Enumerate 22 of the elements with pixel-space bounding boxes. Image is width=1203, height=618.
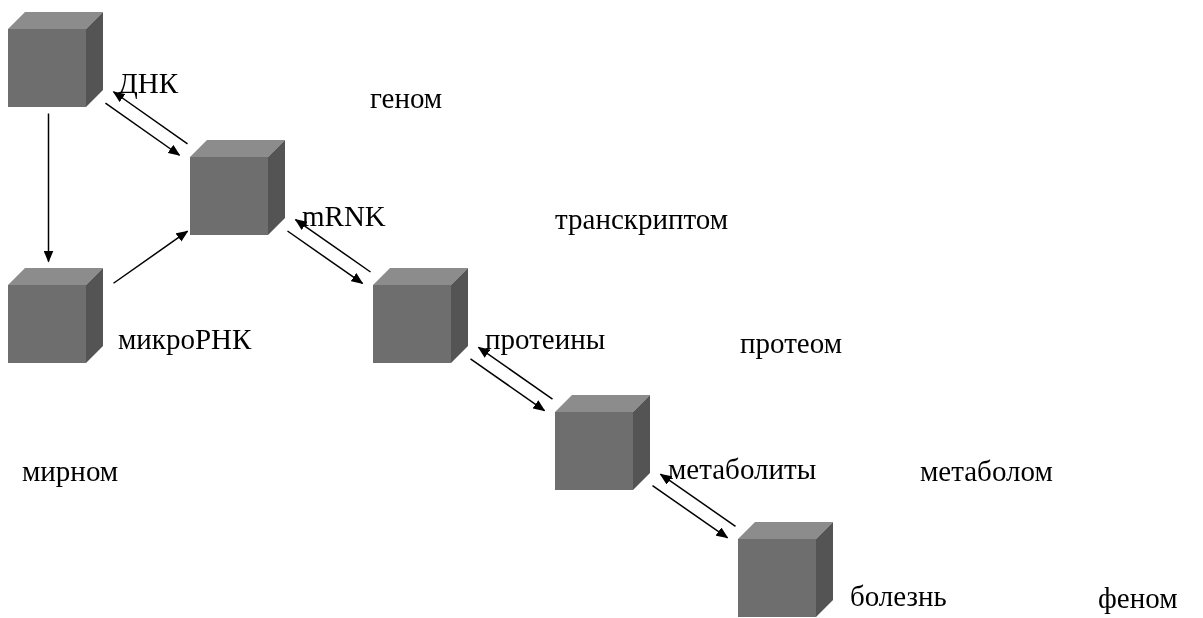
layer-label: геном bbox=[370, 82, 443, 115]
arrow bbox=[651, 485, 729, 539]
node-label: ДНК bbox=[118, 67, 179, 100]
arrow bbox=[659, 473, 737, 527]
node-label: болезнь bbox=[850, 580, 947, 613]
layer-label: мирном bbox=[22, 455, 119, 488]
layer-label: транскриптом bbox=[555, 203, 728, 236]
layer-label: феном bbox=[1098, 582, 1178, 615]
arrow bbox=[477, 346, 554, 400]
arrow bbox=[104, 102, 181, 156]
node-label: микроРНК bbox=[118, 323, 252, 356]
arrow bbox=[43, 112, 54, 263]
node-label: метаболиты bbox=[668, 453, 817, 486]
node-label: mRNK bbox=[302, 200, 386, 233]
arrow bbox=[286, 230, 364, 285]
node-label: протеины bbox=[485, 323, 606, 356]
layer-label: метаболом bbox=[920, 455, 1053, 488]
arrow bbox=[112, 91, 189, 145]
arrow bbox=[112, 230, 189, 284]
layer-label: протеом bbox=[740, 327, 842, 360]
arrow bbox=[294, 218, 372, 273]
arrow bbox=[469, 358, 546, 412]
